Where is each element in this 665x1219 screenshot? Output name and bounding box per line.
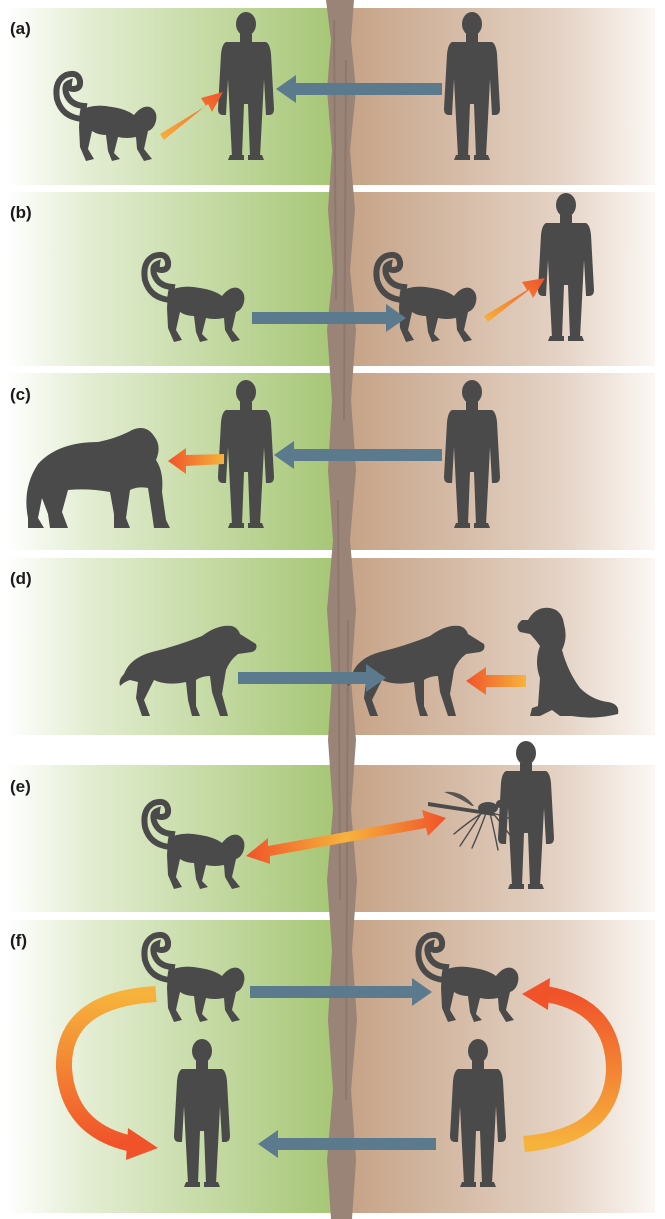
panel-d-label: (d) [10, 569, 32, 588]
forest-edge-boundary [326, 0, 357, 1219]
panel-f-label: (f) [10, 931, 27, 950]
panel-a-label: (a) [10, 19, 31, 38]
panel-e-label: (e) [10, 777, 31, 796]
panel-c-label: (c) [10, 385, 31, 404]
panel-b-label: (b) [10, 203, 32, 222]
